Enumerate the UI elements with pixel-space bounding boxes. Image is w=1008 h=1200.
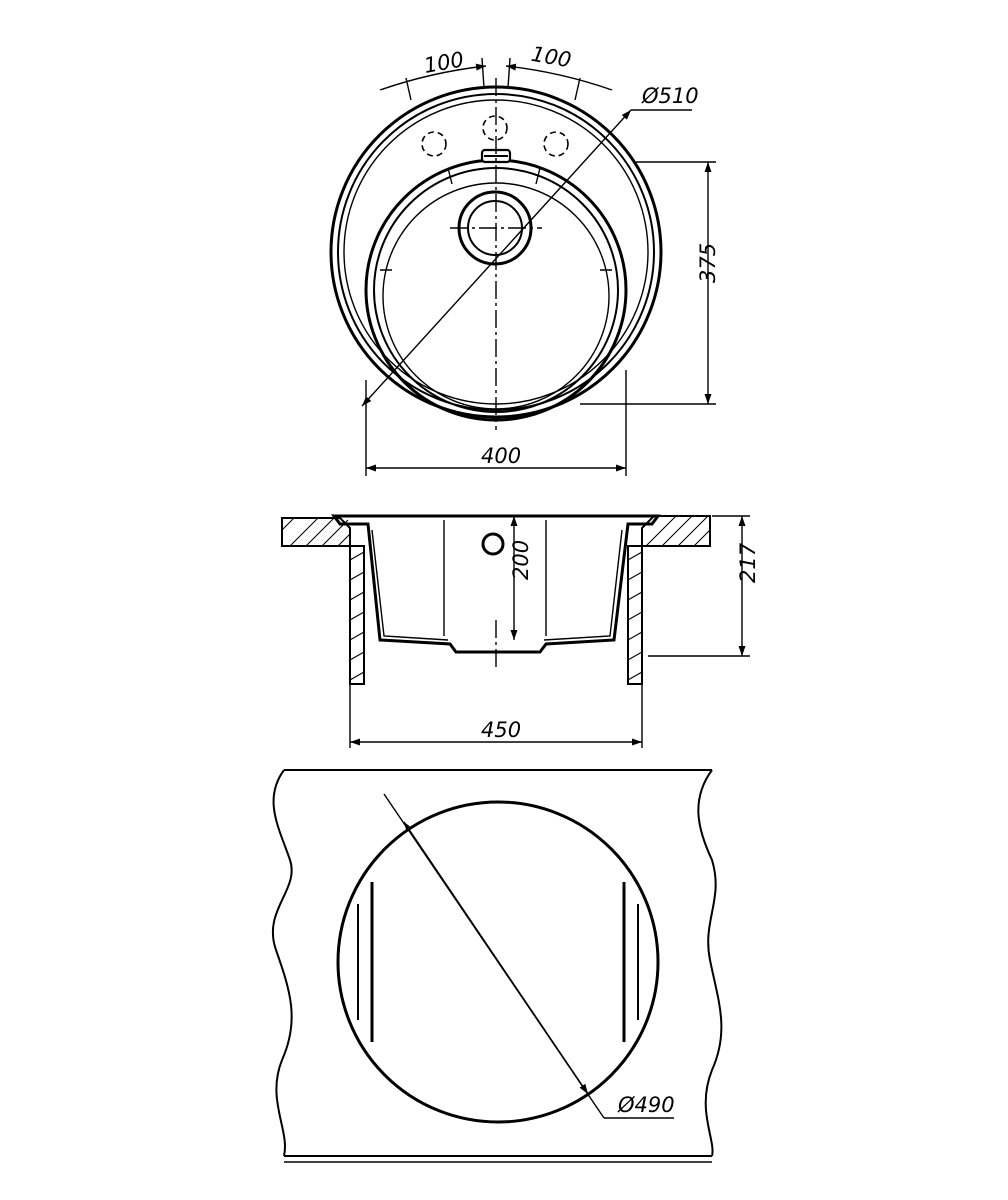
cutout-circle (336, 800, 660, 1124)
hole-spacing-left-label: 100 (422, 47, 466, 78)
countertop-break-left (271, 769, 293, 1157)
cutout-view: Ø490 (271, 769, 723, 1163)
hole-spacing-dim-right (505, 63, 613, 91)
hole-spacing-dim-left (379, 63, 487, 91)
cabinet-wall-right (627, 545, 643, 685)
sink-section-inner (371, 529, 623, 641)
top-view: Ø510 100 100 375 400 (329, 42, 720, 476)
cabinet-wall-hatch (349, 551, 643, 681)
countertop-right-hatch (645, 515, 711, 547)
bowl-depth-extent-label: 375 (696, 243, 720, 283)
diameter-leader-510 (361, 109, 632, 407)
outer-diameter-label: Ø510 (641, 84, 699, 108)
cabinet-width-label: 450 (481, 718, 521, 742)
sink-section-profile (331, 514, 661, 654)
hole-spacing-right-label: 100 (529, 42, 573, 73)
countertop-right (641, 515, 711, 547)
countertop-break-right (697, 769, 723, 1157)
total-height-label: 217 (736, 542, 760, 583)
tap-hole-center (482, 115, 508, 141)
countertop-left (281, 517, 351, 547)
overflow-hole (481, 532, 505, 556)
cutout-diameter-label: Ø490 (617, 1093, 675, 1117)
bowl-depth-label: 200 (509, 540, 533, 580)
cabinet-wall-left (349, 545, 365, 685)
bowl-width-label: 400 (481, 444, 521, 468)
section-view: 200 217 450 (281, 514, 760, 748)
tap-hole-left (421, 131, 447, 157)
tap-hole-right (543, 131, 569, 157)
